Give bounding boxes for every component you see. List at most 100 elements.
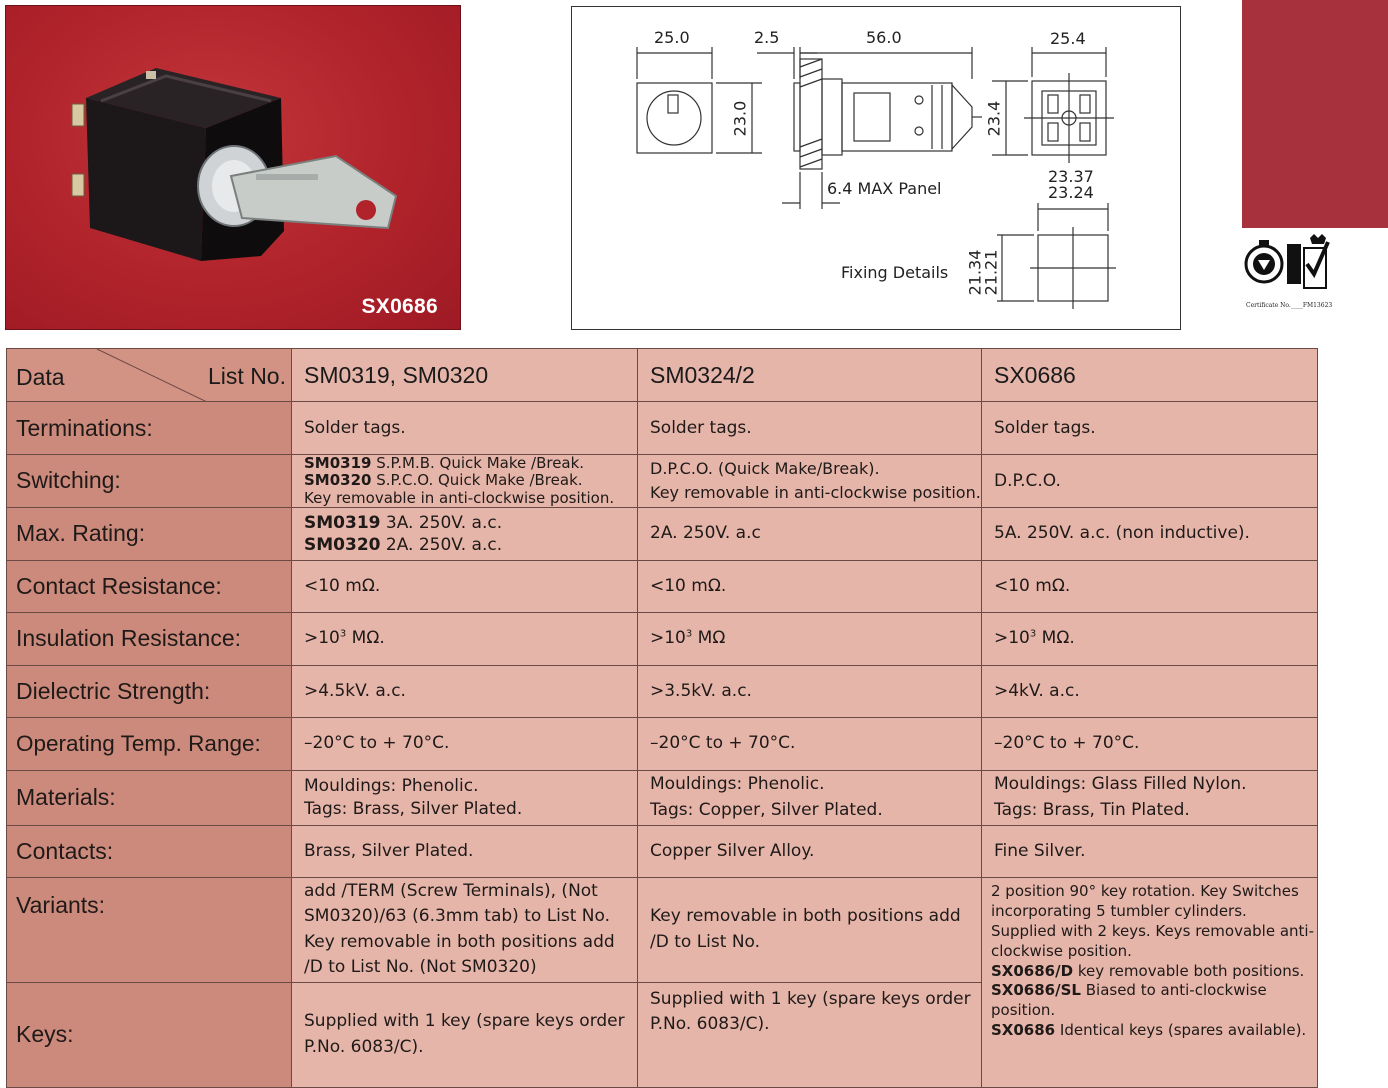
table-cell: 5A. 250V. a.c. (non inductive). [981,506,1318,561]
panel-label: 6.4 MAX Panel [827,179,942,198]
cell-text: Key removable in both positions add [650,906,961,927]
cell-text: Supplied with 2 keys. Keys removable ant… [991,921,1314,940]
cell-text: SM0320)/63 (6.3mm tab) to List No. [304,906,611,927]
row-label: Operating Temp. Range: [6,716,292,771]
table-cell: Mouldings: Phenolic. Tags: Copper, Silve… [637,769,982,826]
specification-table: Data List No. SM0319, SM0320 SM0324/2 SX… [6,348,1318,1088]
row-label: Materials: [6,769,292,826]
table-row-max-rating: Max. Rating: SM0319 3A. 250V. a.c. SM032… [6,506,1318,561]
table-cell: Brass, Silver Plated. [291,824,638,878]
dim-21-21: 21.21 [981,249,1001,296]
table-cell: D.P.C.O. [981,454,1318,508]
table-cell: Mouldings: Phenolic. Tags: Brass, Silver… [291,769,638,826]
table-cell: <10 mΩ. [637,559,982,613]
table-row-dielectric-strength: Dielectric Strength: >4.5kV. a.c. >3.5kV… [6,664,1318,718]
table-cell: Key removable in both positions add /D t… [637,876,982,983]
table-row-materials: Materials: Mouldings: Phenolic. Tags: Br… [6,769,1318,826]
cell-text: Mouldings: Phenolic. [650,774,825,795]
photo-caption: SX0686 [361,295,438,318]
table-cell: >103 MΩ. [981,611,1318,666]
cell-text: incorporating 5 tumbler cylinders. [991,901,1247,920]
bold-part-number: SM0320 [304,534,381,555]
table-row-insulation-resistance: Insulation Resistance: >103 MΩ. >103 MΩ … [6,611,1318,666]
cell-text: D.P.C.O. (Quick Make/Break). [650,458,880,478]
table-cell: >3.5kV. a.c. [637,664,982,718]
table-cell-sx0686-notes: 2 position 90° key rotation. Key Switche… [981,876,1318,1088]
cell-text: 2A. 250V. a.c. [380,534,503,555]
table-cell: Solder tags. [637,401,982,455]
table-cell: Supplied with 1 key (spare keys order P.… [291,981,638,1088]
table-row-variants: Variants: add /TERM (Screw Terminals), (… [6,876,1318,1088]
cell-text: Key removable in both positions add [304,931,615,952]
dim-25-0: 25.0 [654,28,690,47]
table-cell: <10 mΩ. [291,559,638,613]
row-label: Terminations: [6,401,292,455]
table-cell: Solder tags. [981,401,1318,455]
dim-23-4: 23.4 [984,100,1004,137]
table-cell: >103 MΩ [637,611,982,666]
cell-text: Supplied with 1 key (spare keys order [650,988,971,1009]
dim-25-4: 25.4 [1050,29,1086,48]
cell-text: Tags: Brass, Silver Plated. [304,798,523,819]
column-header: SM0319, SM0320 [291,348,638,402]
table-cell: SM0319 3A. 250V. a.c. SM0320 2A. 250V. a… [291,506,638,561]
dimension-drawing: 25.0 2.5 56.0 25.4 23.0 23.4 6.4 MAX Pan… [571,6,1181,330]
key-switch-illustration [71,68,398,261]
table-cell: Supplied with 1 key (spare keys order P.… [637,981,982,1088]
cell-text: S.P.M.B. Quick Make /Break. [371,454,585,472]
cell-text: Key removable in anti-clockwise position… [650,482,981,502]
cell-text: Tags: Brass, Tin Plated. [994,799,1190,820]
table-cell: 2A. 250V. a.c [637,506,982,561]
table-row-switching: Switching: SM0319 S.P.M.B. Quick Make /B… [6,454,1318,508]
cell-text: /D to List No. (Not SM0320) [304,957,537,978]
row-label: Contacts: [6,824,292,878]
table-corner-cell: Data List No. [6,348,292,402]
certification-logo [1244,234,1340,314]
table-cell: add /TERM (Screw Terminals), (Not SM0320… [291,876,638,983]
table-header-row: Data List No. SM0319, SM0320 SM0324/2 SX… [6,348,1318,402]
corner-list-label: List No. [208,363,286,389]
dimension-lines [636,47,1116,309]
cell-text: 2 position 90° key rotation. Key Switche… [991,881,1299,900]
bold-part-number: SX0686/D [991,961,1074,980]
table-cell: Fine Silver. [981,824,1318,878]
table-cell: >103 MΩ. [291,611,638,666]
corner-data-label: Data [16,364,65,390]
bold-part-number: SM0319 [304,454,372,472]
row-label: Contact Resistance: [6,559,292,613]
row-label: Max. Rating: [6,506,292,561]
fixing-details-label: Fixing Details [841,263,949,282]
cell-text: P.No. 6083/C). [650,1014,770,1035]
table-cell: <10 mΩ. [981,559,1318,613]
table-cell: SM0319 S.P.M.B. Quick Make /Break. SM032… [291,454,638,508]
cell-text: Tags: Copper, Silver Plated. [650,799,883,820]
cell-text: Key removable in anti-clockwise position… [304,488,615,507]
dim-23-24: 23.24 [1048,183,1094,202]
bold-part-number: SM0319 [304,512,381,533]
dim-23-0: 23.0 [730,100,750,137]
cell-text: Mouldings: Glass Filled Nylon. [994,774,1247,795]
column-header: SX0686 [981,348,1318,402]
table-row-contacts: Contacts: Brass, Silver Plated. Copper S… [6,824,1318,878]
cell-text: /D to List No. [650,931,761,952]
brand-color-block [1242,0,1388,228]
table-row-keys: Keys: Supplied with 1 key (spare keys or… [6,981,1318,1088]
cell-text: position. [991,1001,1056,1020]
cell-text: Supplied with 1 key (spare keys order [304,1011,625,1032]
cell-text: add /TERM (Screw Terminals), (Not [304,880,598,901]
bold-part-number: SX0686/SL [991,981,1081,1000]
dim-2-5: 2.5 [754,28,780,47]
table-cell: –20°C to + 70°C. [637,716,982,771]
cell-text: 3A. 250V. a.c. [380,512,503,533]
row-label: Keys: [6,981,292,1088]
cell-text: Mouldings: Phenolic. [304,775,479,796]
table-cell: D.P.C.O. (Quick Make/Break). Key removab… [637,454,982,508]
table-cell: –20°C to + 70°C. [981,716,1318,771]
table-cell: >4.5kV. a.c. [291,664,638,718]
cell-text: clockwise position. [991,941,1132,960]
row-label: Variants: [6,876,292,983]
table-cell: >4kV. a.c. [981,664,1318,718]
table-row-terminations: Terminations: Solder tags. Solder tags. … [6,401,1318,455]
column-header: SM0324/2 [637,348,982,402]
table-cell: Solder tags. [291,401,638,455]
